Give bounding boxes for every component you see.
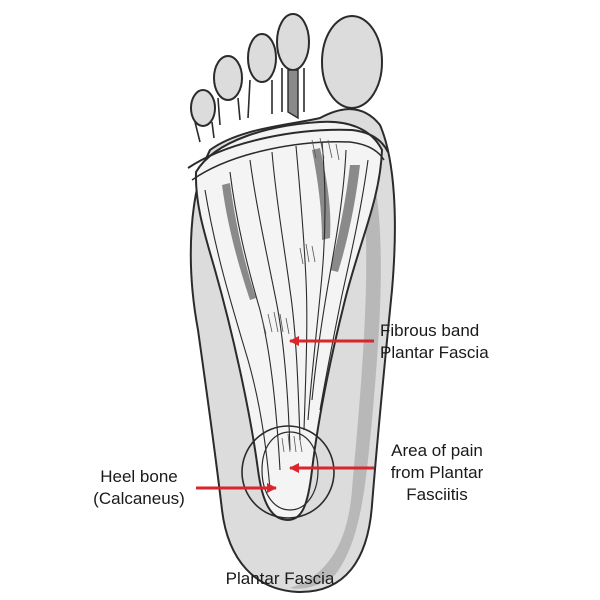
toe-third bbox=[247, 33, 277, 83]
label-area-of-pain-line2: from Plantar bbox=[390, 463, 484, 482]
heel-bone-shape bbox=[261, 431, 319, 511]
toe-little bbox=[190, 89, 216, 127]
fascia-gap-1 bbox=[222, 183, 256, 300]
toe-stalks bbox=[194, 68, 305, 143]
label-area-of-pain-line1: Area of pain bbox=[391, 441, 483, 460]
sole-shadow bbox=[290, 160, 381, 589]
label-area-of-pain: Area of pain from Plantar Fasciitis bbox=[382, 440, 492, 506]
label-heel-bone-line2: (Calcaneus) bbox=[93, 489, 185, 508]
fascia-fibres bbox=[204, 141, 369, 491]
fibre-hatching bbox=[261, 137, 340, 453]
label-heel-bone: Heel bone (Calcaneus) bbox=[84, 466, 194, 510]
toe-second bbox=[276, 13, 310, 71]
label-area-of-pain-line3: Fasciitis bbox=[406, 485, 468, 504]
label-fibrous-band-line2: Plantar Fascia bbox=[380, 343, 489, 362]
forefoot-band bbox=[187, 128, 389, 169]
plantar-fascia-band bbox=[194, 120, 384, 522]
heel-area-circle bbox=[241, 425, 335, 519]
fascia-gap-3 bbox=[330, 165, 360, 272]
label-fibrous-band: Fibrous band Plantar Fascia bbox=[380, 320, 489, 364]
toe-big bbox=[321, 15, 383, 109]
fascia-gap-2 bbox=[312, 148, 331, 240]
toe-fourth bbox=[213, 55, 243, 101]
label-fibrous-band-line1: Fibrous band bbox=[380, 321, 480, 340]
caption: Plantar Fascia bbox=[225, 569, 335, 588]
forefoot-band-inner bbox=[191, 141, 385, 181]
second-toe-tendon bbox=[287, 69, 299, 120]
label-heel-bone-line1: Heel bone bbox=[100, 467, 178, 486]
